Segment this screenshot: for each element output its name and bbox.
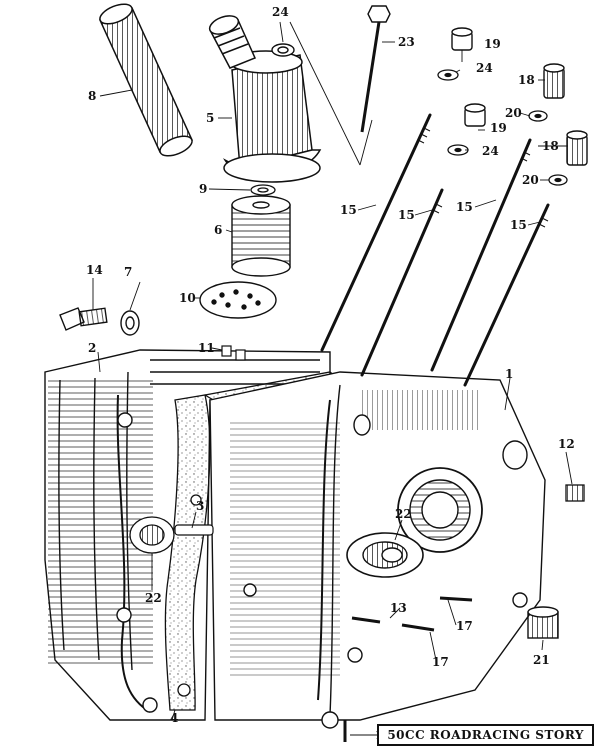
cap-nut-upper [543,63,565,99]
callout-15-a: 15 [340,203,357,217]
stud-thread-marks [417,127,549,228]
drain-bolt [59,307,108,331]
callout-15-c: 15 [456,200,473,214]
callout-11: 11 [198,341,215,355]
callout-24-a: 24 [272,5,289,19]
dowel-pair [221,345,246,361]
acorn-nut-lower [464,103,486,127]
callout-14: 14 [86,263,103,277]
callout-20-a: 20 [505,106,522,120]
cap-nut-lower [566,130,588,166]
needle-bearing [527,606,559,639]
callout-2: 2 [88,341,96,355]
callout-8: 8 [88,89,96,103]
callout-3: 3 [196,499,204,513]
cylinder-studs [320,113,550,387]
short-studs [343,596,473,742]
callout-21: 21 [533,653,550,667]
callout-22-b: 22 [145,591,162,605]
callout-1: 1 [505,367,513,381]
callout-9: 9 [199,182,207,196]
callout-10: 10 [179,291,196,305]
callout-17-b: 17 [432,655,449,669]
callout-7: 7 [124,265,132,279]
callout-24-c: 24 [482,144,499,158]
callout-15-b: 15 [398,208,415,222]
callout-23: 23 [398,35,415,49]
filter-element [231,195,291,277]
callout-17-a: 17 [456,619,473,633]
acorn-nut-upper [451,27,473,51]
washer-upper [437,69,459,81]
callout-24-b: 24 [476,61,493,75]
callout-5: 5 [206,111,214,125]
callout-12: 12 [558,437,575,451]
watermark-label: 50CC ROADRACING STORY [377,724,594,746]
callout-19-b: 19 [490,121,507,135]
sealing-washer [120,310,140,336]
callout-13: 13 [390,601,407,615]
long-bolt [360,5,391,133]
oil-filter-housing [208,15,322,183]
washer-20-lower [548,174,568,186]
washer-lower [447,144,469,156]
callout-18-b: 18 [542,139,559,153]
callout-15-d: 15 [510,218,527,232]
leader-lines [92,21,573,736]
callout-19-a: 19 [484,37,501,51]
callout-6: 6 [214,223,222,237]
bushing-12 [565,484,585,502]
callout-18-a: 18 [518,73,535,87]
callout-4: 4 [170,711,178,725]
callout-22-a: 22 [395,507,412,521]
tube-sleeve [98,3,194,157]
washer-20-upper [528,110,548,122]
crankcase-bushing-left [129,516,175,554]
filter-disc [199,281,277,319]
washer-9 [250,184,276,196]
crankcase-right-half [209,371,546,729]
o-ring-top [271,43,295,57]
callout-20-b: 20 [522,173,539,187]
dowel-pin [174,524,214,536]
